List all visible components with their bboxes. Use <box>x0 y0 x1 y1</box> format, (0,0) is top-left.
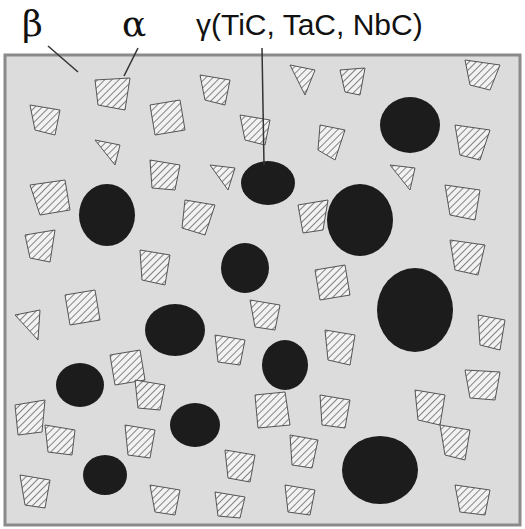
phase-label: γ(TiC, TaC, NbC) <box>196 10 423 40</box>
phase-label: β <box>22 6 43 42</box>
leader-lines <box>48 46 264 165</box>
binder-matrix <box>5 55 520 525</box>
phase-label: α <box>122 6 146 42</box>
carbide-grains <box>56 97 453 504</box>
wc-grains <box>15 60 505 518</box>
